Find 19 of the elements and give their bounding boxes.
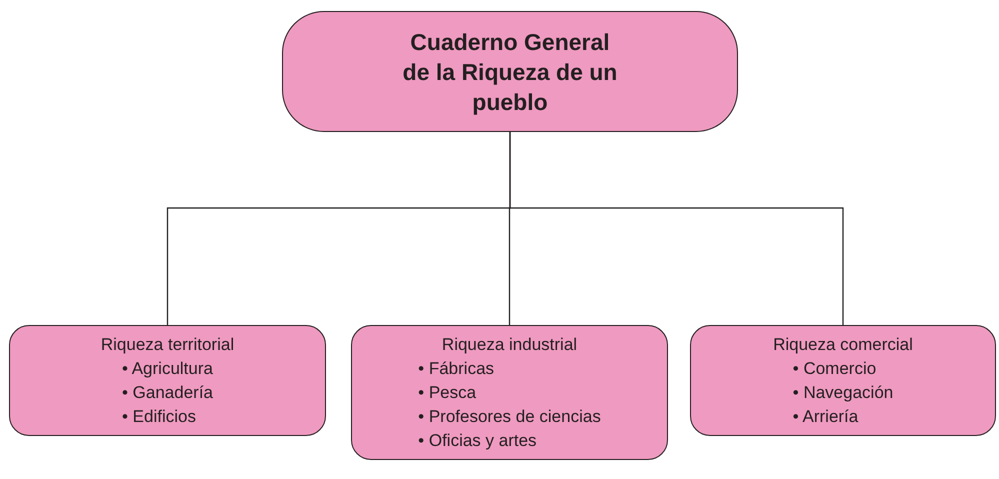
bullet-item: • Oficias y artes — [418, 430, 537, 452]
bullet-item: • Pesca — [418, 382, 476, 404]
category-box — [351, 325, 668, 460]
title-box — [282, 11, 738, 132]
category-box — [690, 325, 996, 436]
bullet-item: • Comercio — [792, 358, 876, 380]
category-box — [9, 325, 326, 436]
bullet-item: • Ganadería — [122, 382, 213, 404]
bullet-item: • Fábricas — [418, 358, 494, 380]
title-text: Cuaderno General de la Riqueza de un pueblo — [402, 28, 618, 116]
bullet-item: • Navegación — [792, 382, 894, 404]
bullet-item: • Arriería — [792, 406, 858, 428]
category-heading: Riqueza comercial — [773, 334, 913, 356]
connector-line — [509, 132, 844, 325]
category-heading: Riqueza territorial — [100, 334, 234, 356]
category-heading: Riqueza industrial — [442, 334, 578, 356]
bullet-item: • Profesores de ciencias — [418, 406, 601, 428]
bullet-item: • Agricultura — [122, 358, 213, 380]
bullet-item: • Edificios — [122, 406, 196, 428]
